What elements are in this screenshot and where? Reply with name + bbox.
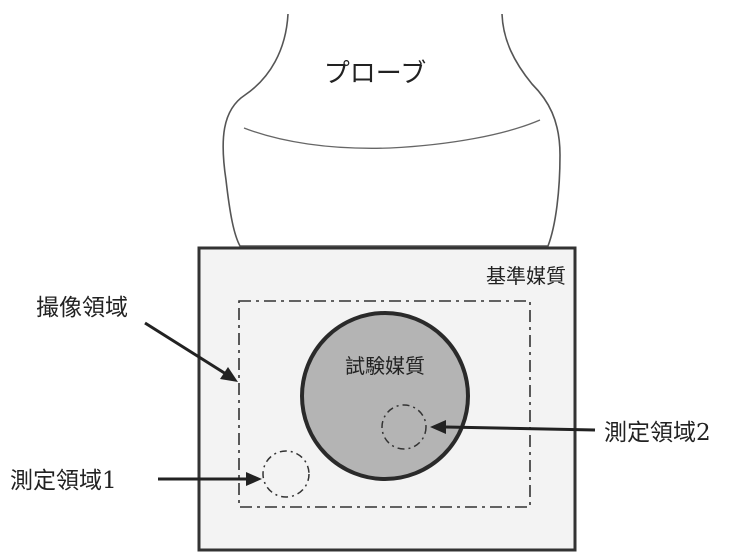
probe-label: プローブ xyxy=(324,59,426,89)
test-medium-label: 試験媒質 xyxy=(345,354,425,378)
measurement-region-1-circle xyxy=(262,450,310,498)
measurement-region-2-circle xyxy=(381,404,427,450)
reference-medium-label: 基準媒質 xyxy=(486,264,566,288)
measurement-region-2-arrow xyxy=(430,420,596,434)
measurement-region-1-label: 測定領域1 xyxy=(10,468,117,494)
imaging-region-outline xyxy=(238,300,531,508)
imaging-region-arrow xyxy=(144,321,238,382)
imaging-region-label: 撮像領域 xyxy=(36,295,128,321)
measurement-region-2-label: 測定領域2 xyxy=(604,420,711,446)
measurement-region-1-arrow xyxy=(158,472,262,486)
probe-inner-curve xyxy=(243,119,541,149)
test-medium-circle xyxy=(300,311,470,481)
probe: プローブ xyxy=(222,13,561,247)
probe-body xyxy=(222,13,561,247)
